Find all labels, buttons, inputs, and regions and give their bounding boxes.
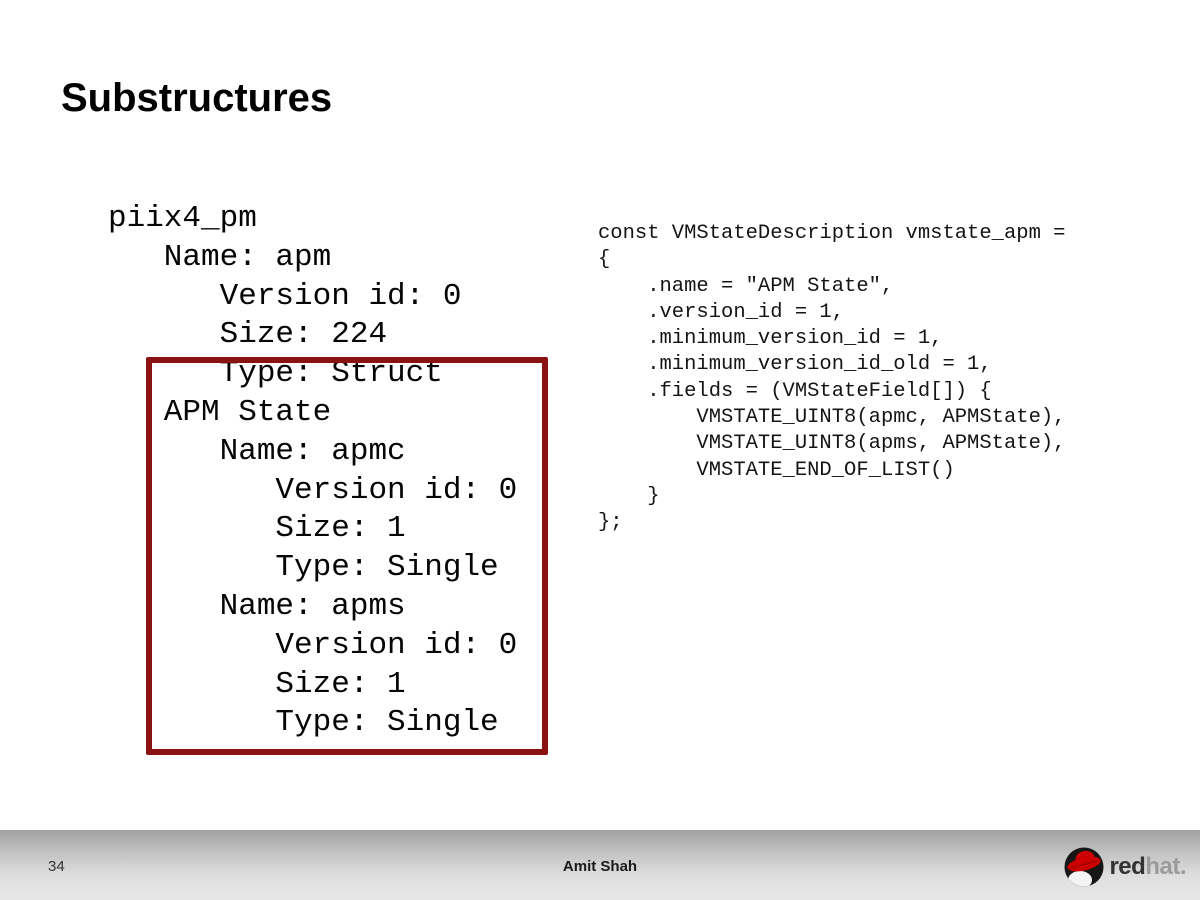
logo-word-red: red [1109,853,1146,880]
vmstate-source-code: const VMStateDescription vmstate_apm = {… [598,222,1066,535]
substructure-highlight-box [146,357,548,755]
logo-word-hat: hat [1145,853,1180,880]
logo-trademark-dot: . [1179,853,1187,880]
page-title: Substructures [61,76,333,120]
redhat-logo: redhat. [1064,846,1187,888]
redhat-shadowman-icon [1064,847,1104,887]
page-number: 34 [48,858,65,875]
redhat-logo-text: redhat. [1109,847,1186,887]
footer-author: Amit Shah [562,858,638,875]
footer-bar: 34 Amit Shah redhat. [0,830,1200,900]
